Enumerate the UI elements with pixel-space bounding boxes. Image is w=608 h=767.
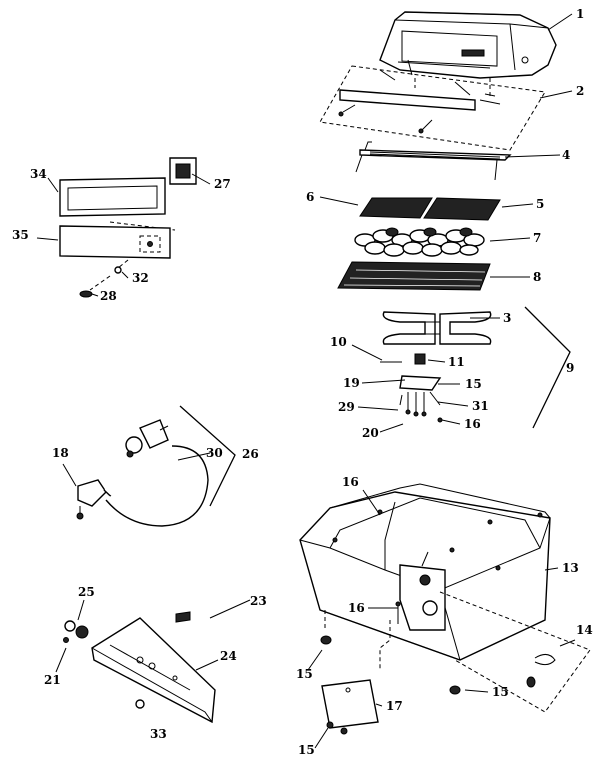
label-8: 8 (533, 270, 541, 284)
label-16-firebox-side: 16 (348, 601, 365, 615)
part-warming-rack (355, 141, 512, 181)
part-lid (379, 11, 557, 79)
label-2: 2 (576, 84, 584, 98)
label-32: 32 (132, 271, 149, 285)
label-15-ignitor: 15 (465, 377, 482, 391)
label-31: 31 (472, 399, 489, 413)
label-23: 23 (250, 594, 267, 608)
label-19: 19 (343, 376, 360, 390)
label-3: 3 (503, 311, 511, 325)
part-burner (382, 311, 492, 345)
label-6: 6 (306, 190, 314, 204)
label-18: 18 (52, 446, 69, 460)
label-16-firebox-top: 16 (342, 475, 359, 489)
label-24: 24 (220, 649, 237, 663)
bracket-9 (524, 306, 571, 429)
label-26: 26 (242, 447, 259, 461)
bracket-26 (179, 405, 236, 507)
label-1: 1 (576, 7, 584, 21)
label-16-ignitor: 16 (464, 417, 481, 431)
label-20: 20 (362, 426, 379, 440)
part-regulator-hose (76, 419, 209, 527)
part-feet-and-bracket (320, 610, 536, 735)
part-control-panel-set (59, 157, 197, 298)
label-7: 7 (533, 231, 541, 245)
part-lava-rocks (354, 227, 485, 257)
label-15-bottom: 15 (298, 743, 315, 757)
label-21: 21 (44, 673, 61, 687)
part-firebox (299, 483, 551, 661)
label-4: 4 (562, 148, 570, 162)
label-35: 35 (12, 228, 29, 242)
leader-lines (36, 13, 576, 749)
label-27: 27 (214, 177, 231, 191)
part-handle-assembly (319, 59, 546, 151)
label-30: 30 (206, 446, 223, 460)
part-ignitor-cluster (380, 353, 443, 423)
label-34: 34 (30, 167, 47, 181)
label-25: 25 (78, 585, 95, 599)
label-14: 14 (576, 623, 593, 637)
part-front-panel (63, 611, 216, 724)
part-rock-grate (337, 261, 491, 291)
label-15-right-foot: 15 (492, 685, 509, 699)
label-33: 33 (150, 727, 167, 741)
label-15-left-foot: 15 (296, 667, 313, 681)
part-number-labels: 1 2 4 6 5 7 8 3 9 10 11 19 15 29 31 20 1… (12, 7, 593, 757)
part-bottom-tray (439, 591, 591, 713)
part-cooking-grids (359, 197, 501, 221)
label-11: 11 (448, 355, 465, 369)
label-10: 10 (330, 335, 347, 349)
label-9: 9 (566, 361, 574, 375)
label-5: 5 (536, 197, 544, 211)
label-29: 29 (338, 400, 355, 414)
label-13: 13 (562, 561, 579, 575)
label-17: 17 (386, 699, 403, 713)
label-28: 28 (100, 289, 117, 303)
